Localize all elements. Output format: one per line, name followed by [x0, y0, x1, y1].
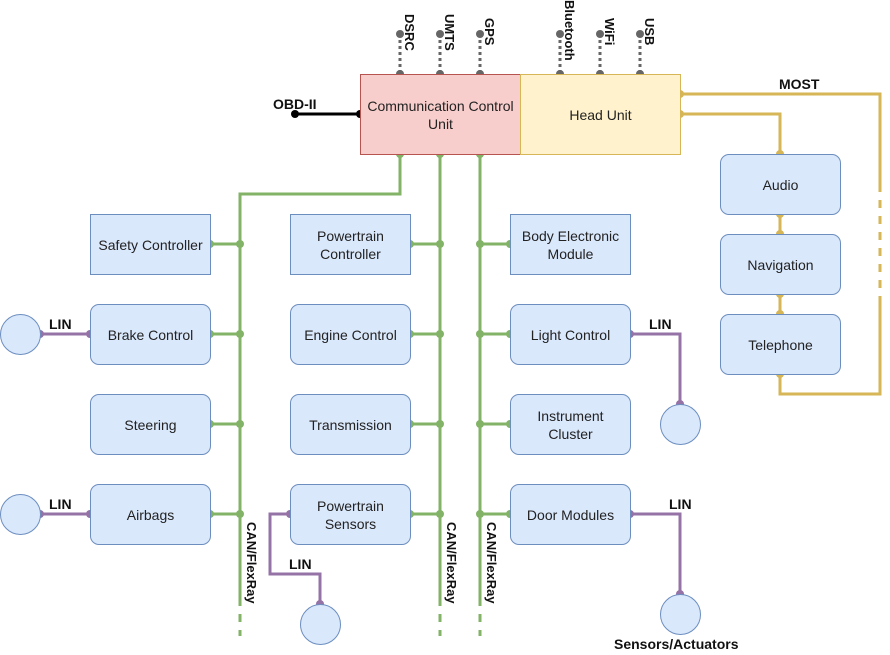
obd-label: OBD-II — [273, 96, 317, 112]
steering-box: Steering — [90, 394, 211, 455]
audio-box: Audio — [720, 154, 841, 215]
door-modules-label: Door Modules — [526, 506, 615, 523]
body-electronic-module-box: Body Electronic Module — [510, 214, 631, 275]
lin-label-airbags: LIN — [49, 496, 72, 512]
antenna-label-dsrc: DSRC — [402, 14, 417, 51]
safety-controller-box: Safety Controller — [90, 214, 211, 275]
antenna-label-wifi: WiFi — [602, 18, 617, 46]
audio-label: Audio — [762, 176, 799, 193]
antenna-lines — [398, 34, 642, 74]
engine-control-label: Engine Control — [304, 326, 397, 343]
steering-label: Steering — [124, 416, 177, 433]
powertrain-sensors-box: Powertrain Sensors — [290, 484, 411, 545]
engine-control-box: Engine Control — [290, 304, 411, 365]
light-control-box: Light Control — [510, 304, 631, 365]
antenna-label-umts: UMTS — [442, 14, 457, 51]
body-electronic-module-label: Body Electronic Module — [521, 227, 620, 262]
lin-label-light: LIN — [649, 316, 672, 332]
bus-label-left: CAN/FlexRay — [244, 522, 259, 604]
sensor-circle-door — [660, 594, 701, 635]
sensor-circle-brake — [0, 314, 41, 355]
brake-control-box: Brake Control — [90, 304, 211, 365]
airbags-label: Airbags — [126, 506, 175, 523]
powertrain-sensors-label: Powertrain Sensors — [317, 497, 384, 532]
antenna-label-gps: GPS — [482, 18, 497, 46]
safety-controller-label: Safety Controller — [98, 236, 203, 253]
airbags-box: Airbags — [90, 484, 211, 545]
brake-control-label: Brake Control — [107, 326, 194, 343]
lin-label-door: LIN — [669, 496, 692, 512]
transmission-label: Transmission — [309, 416, 392, 433]
sensor-circle-powertrain — [300, 604, 341, 645]
sensor-circle-light — [660, 404, 701, 445]
light-control-label: Light Control — [530, 326, 611, 343]
antenna-label-bluetooth: Bluetooth — [562, 0, 577, 61]
ccu-label: Communication Control Unit — [367, 97, 514, 132]
head-unit-label: Head Unit — [569, 106, 632, 123]
transmission-box: Transmission — [290, 394, 411, 455]
most-label: MOST — [779, 76, 820, 92]
communication-control-unit: Communication Control Unit — [360, 74, 521, 155]
bus-label-middle: CAN/FlexRay — [444, 522, 459, 604]
navigation-box: Navigation — [720, 234, 841, 295]
head-unit: Head Unit — [520, 74, 681, 155]
lin-label-brake: LIN — [49, 316, 72, 332]
powertrain-controller-box: Powertrain Controller — [290, 214, 411, 275]
powertrain-controller-label: Powertrain Controller — [317, 227, 384, 262]
sensors-actuators-label: Sensors/Actuators — [614, 636, 739, 652]
lin-bus-lines — [40, 332, 682, 604]
can-bus-lines — [210, 154, 510, 598]
instrument-cluster-label: Instrument Cluster — [537, 407, 604, 442]
instrument-cluster-box: Instrument Cluster — [510, 394, 631, 455]
door-modules-box: Door Modules — [510, 484, 631, 545]
antenna-label-usb: USB — [642, 18, 657, 46]
sensor-circle-airbags — [0, 494, 41, 535]
navigation-label: Navigation — [747, 256, 814, 273]
can-bus-dashed-ends — [238, 598, 482, 636]
lin-label-powertrain: LIN — [289, 556, 312, 572]
telephone-box: Telephone — [720, 314, 841, 375]
bus-label-right: CAN/FlexRay — [484, 522, 499, 604]
lin-bus-dots — [36, 330, 684, 608]
telephone-label: Telephone — [748, 336, 813, 353]
